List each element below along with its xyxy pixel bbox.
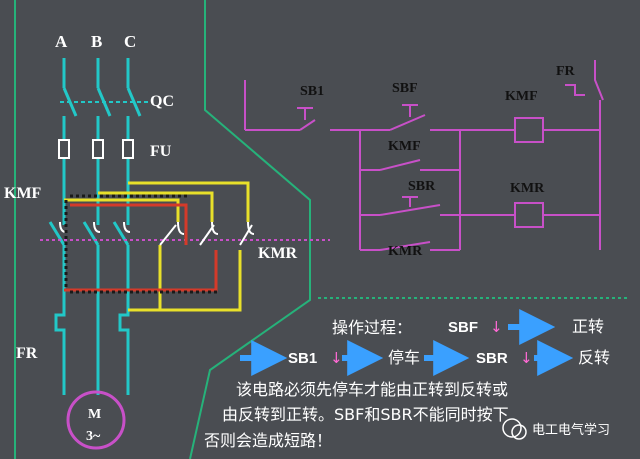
sbr-label: SBR	[408, 179, 436, 194]
phase-b-label: B	[91, 32, 102, 51]
motor-phase-label: 3~	[86, 429, 101, 444]
fr-control-label: FR	[556, 64, 576, 79]
sbf-label: SBF	[392, 81, 418, 96]
fr-main-label: FR	[16, 345, 38, 362]
operation-sbf: SBF	[448, 319, 478, 336]
green-frame-divider	[189, 0, 311, 459]
qc-label: QC	[150, 93, 174, 110]
kmr-contact-label: KMR	[388, 244, 423, 259]
kmr-coil-label: KMR	[510, 181, 545, 196]
operation-reverse: 反转	[578, 348, 610, 367]
note-line-3: 否则会造成短路！	[204, 431, 332, 450]
kmr-main-label: KMR	[258, 245, 298, 262]
watermark-text: 电工电气学习	[532, 422, 610, 438]
kmr-contacts	[159, 221, 255, 246]
motor-symbol	[66, 390, 126, 450]
kmf-contact-label: KMF	[388, 139, 421, 154]
control-circuit-wiring	[244, 60, 604, 251]
operation-sbr: SBR	[476, 350, 508, 367]
fuse-symbols	[58, 139, 134, 159]
operation-sbf-down-icon: ↓	[490, 318, 503, 336]
fu-label: FU	[150, 143, 172, 160]
watermark: 电工电气学习	[502, 418, 610, 440]
sb1-label: SB1	[300, 84, 324, 99]
phase-a-label: A	[55, 32, 68, 51]
red-short-path	[64, 203, 218, 292]
operation-stop: 停车	[388, 348, 420, 367]
kmf-coil-label: KMF	[505, 89, 538, 104]
operation-forward: 正转	[572, 317, 604, 336]
operation-sbr-down-icon: ↓	[520, 349, 533, 367]
note-line-1: 该电路必须先停车才能由正转到反转或	[236, 380, 508, 399]
phase-c-label: C	[124, 32, 136, 51]
note-line-2: 由反转到正转。SBF和SBR不能同时按下	[222, 405, 509, 424]
main-phase-lines	[48, 58, 142, 395]
dotted-path	[64, 194, 218, 294]
operation-title: 操作过程：	[332, 318, 412, 337]
operation-sb1-down-icon: ↓	[330, 349, 343, 367]
kmr-reverse-wiring	[64, 181, 250, 312]
motor-m-label: M	[88, 407, 101, 422]
kmf-main-label: KMF	[4, 185, 42, 202]
operation-sb1: SB1	[288, 350, 317, 367]
wechat-icon	[502, 418, 522, 438]
